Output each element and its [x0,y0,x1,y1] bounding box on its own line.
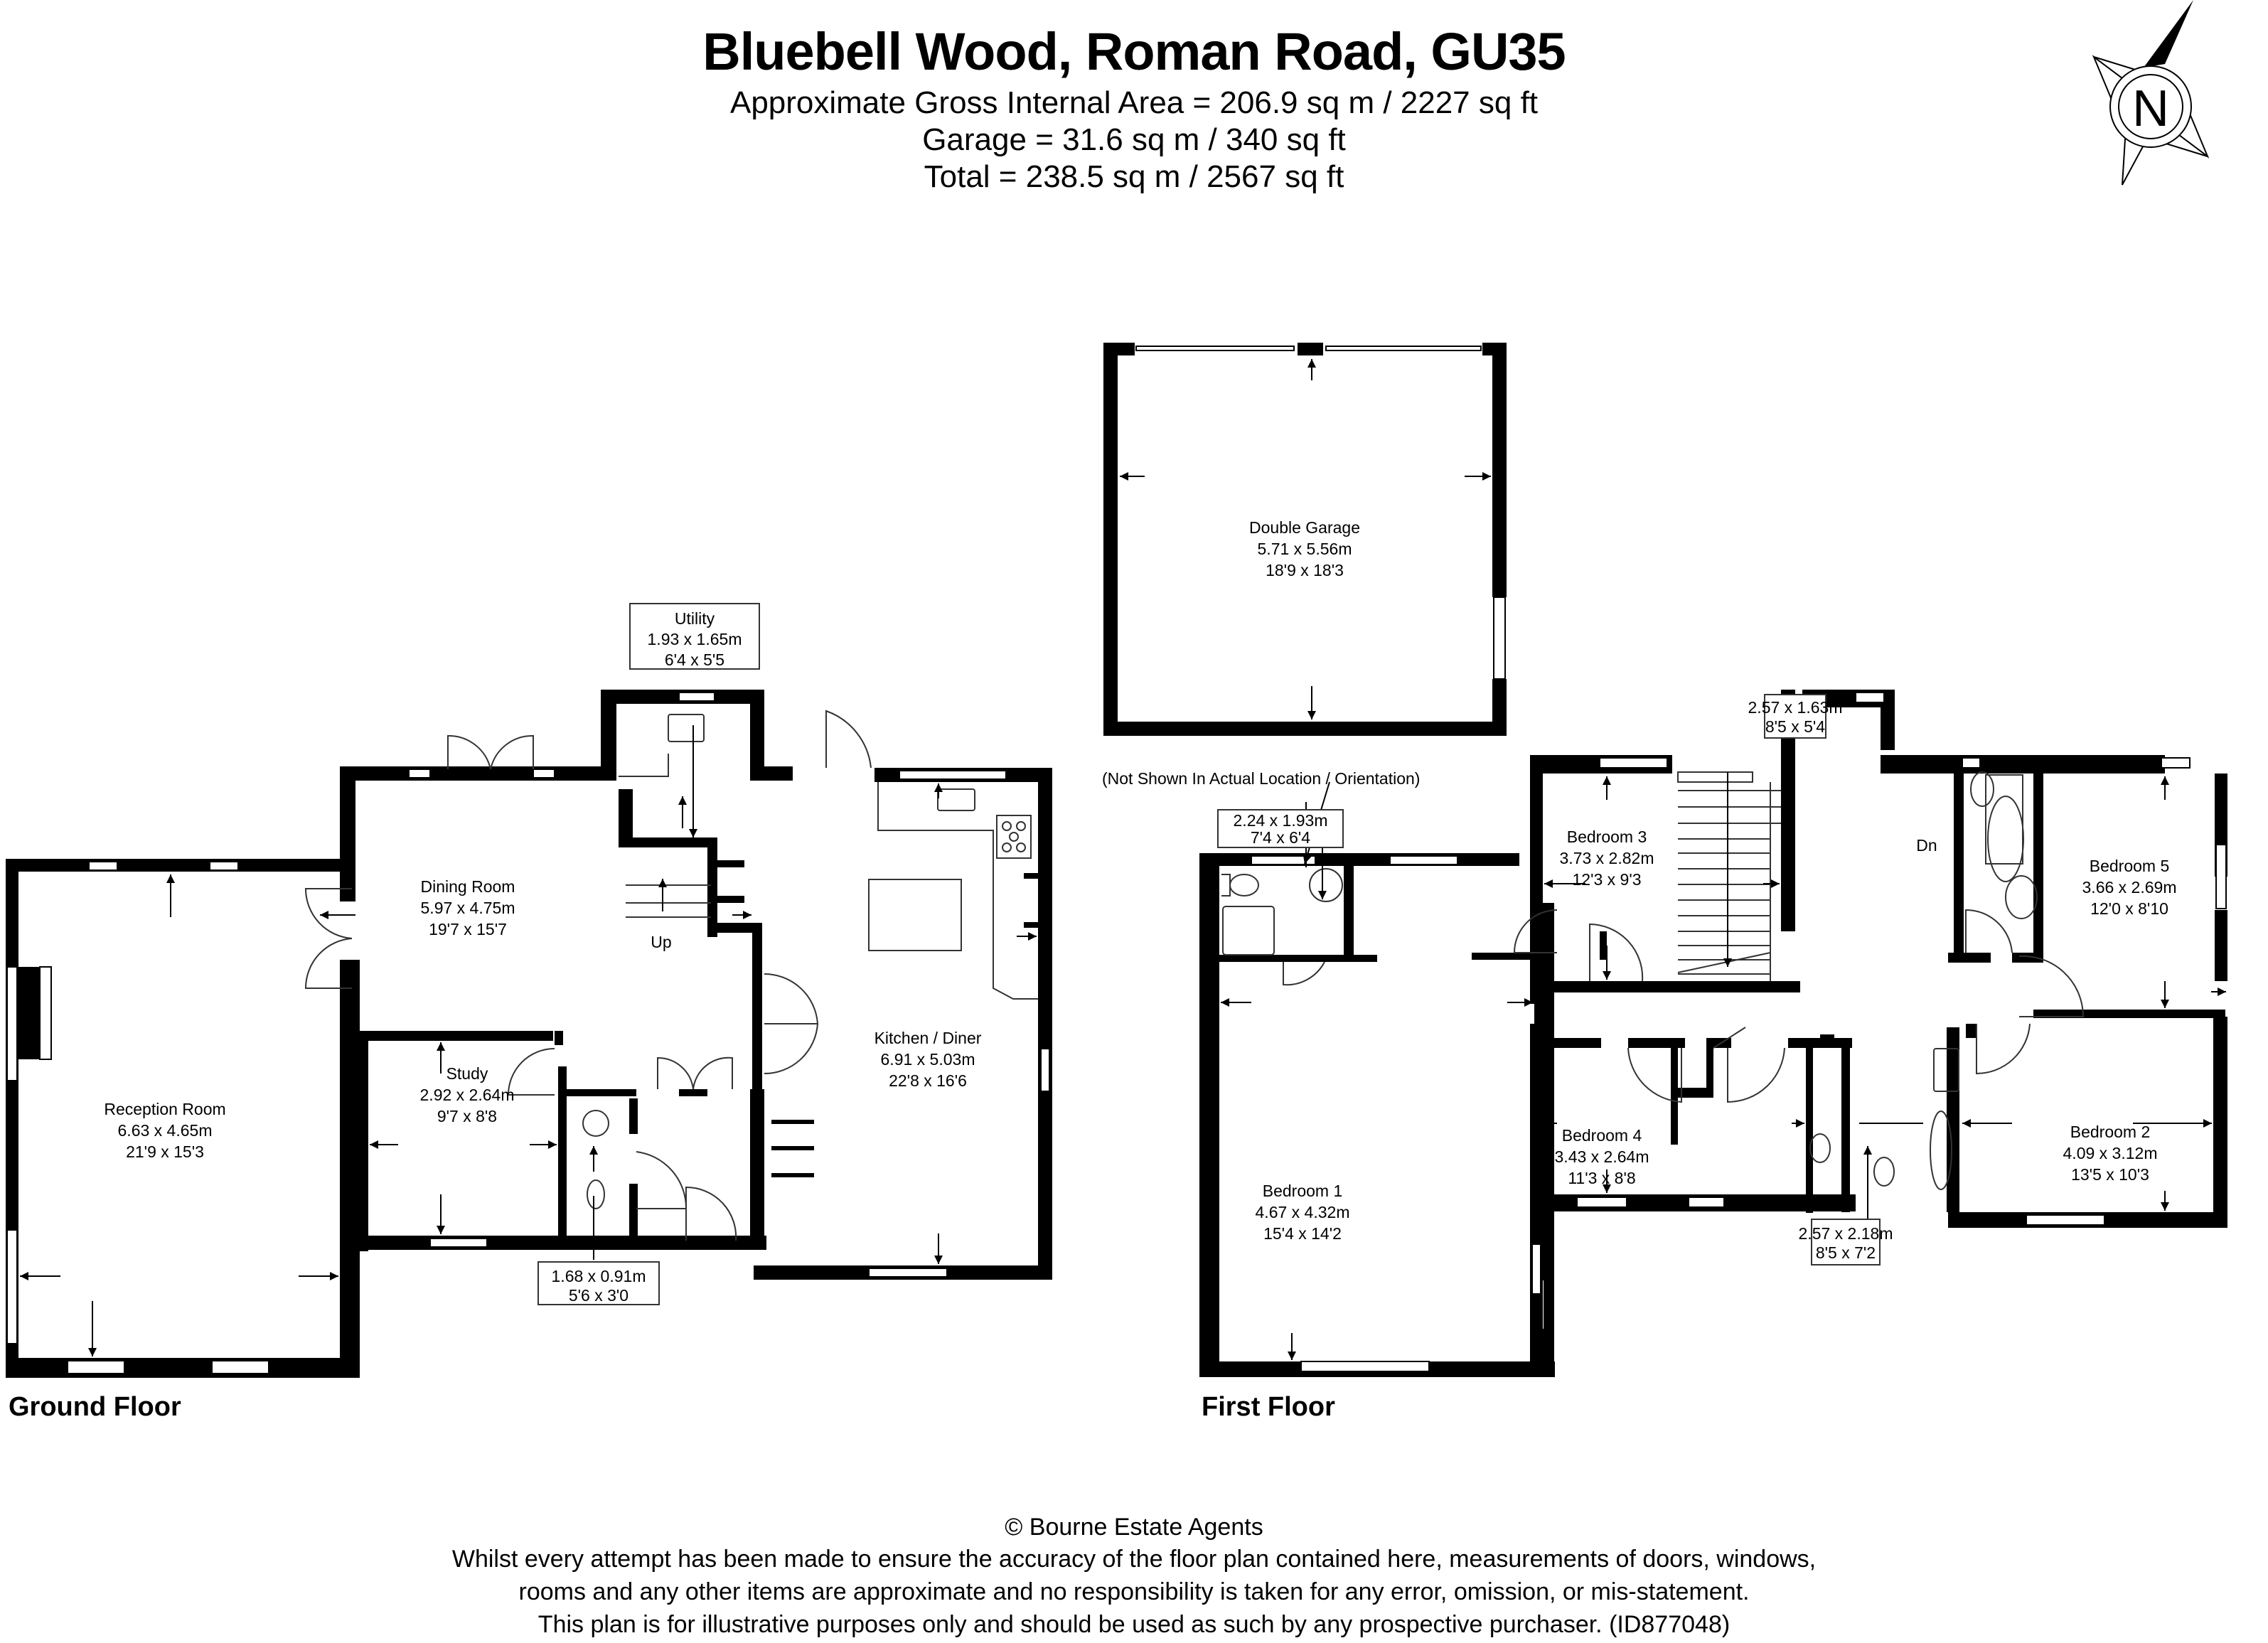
ground-dimension-arrows [20,725,1037,1356]
gross-internal-area: Approximate Gross Internal Area = 206.9 … [729,85,1539,120]
garage-name: Double Garage [1249,518,1360,537]
first-floor-plan [1199,690,2227,1377]
room-metric: 2.24 x 1.93m [1234,811,1328,830]
svg-text:N: N [2132,80,2169,137]
copyright: © Bourne Estate Agents [1005,1514,1263,1541]
stairs-down-label: Dn [1916,836,1937,855]
room-metric: 1.93 x 1.65m [648,630,742,648]
room-imperial: 19'7 x 15'7 [429,920,507,938]
room-imperial: 12'3 x 9'3 [1572,870,1641,889]
ground-floor-plan [6,690,1052,1378]
room-metric: 5.97 x 4.75m [421,899,515,917]
room-imperial: 13'5 x 10'3 [2071,1165,2149,1184]
garage-imperial: 18'9 x 18'3 [1266,561,1344,579]
room-imperial: 8'5 x 7'2 [1816,1243,1876,1262]
garage-metric: 5.71 x 5.56m [1258,540,1352,558]
room-imperial: 11'3 x 8'8 [1568,1169,1635,1187]
stairs-up-label: Up [651,933,671,951]
garage-note: (Not Shown In Actual Location / Orientat… [1102,769,1420,788]
room-name: Bedroom 1 [1263,1182,1343,1200]
room-metric: 6.63 x 4.65m [118,1121,213,1140]
first-floor-label: First Floor [1202,1392,1335,1422]
first-floor-fixtures [1221,771,2085,1190]
room-metric: 1.68 x 0.91m [552,1267,646,1285]
kitchen-island [868,879,962,951]
room-metric: 2.92 x 2.64m [420,1086,515,1104]
room-name: Bedroom 3 [1567,828,1647,846]
room-imperial: 21'9 x 15'3 [126,1142,204,1161]
room-name: Reception Room [104,1100,225,1118]
room-metric: 2.57 x 2.18m [1799,1224,1893,1243]
room-name: Bedroom 5 [2090,857,2170,875]
room-name: Study [446,1064,488,1083]
garage-area: Garage = 31.6 sq m / 340 sq ft [922,122,1346,157]
room-name: Bedroom 2 [2070,1123,2151,1141]
disclaimer-line-3: This plan is for illustrative purposes o… [537,1611,1731,1638]
room-metric: 3.73 x 2.82m [1560,849,1654,867]
room-imperial: 12'0 x 8'10 [2090,899,2168,918]
total-area: Total = 238.5 sq m / 2567 sq ft [924,159,1344,194]
ground-floor-label: Ground Floor [9,1392,181,1422]
kitchen-fixtures [304,710,1038,1241]
room-metric: 3.66 x 2.69m [2082,878,2177,897]
north-compass-icon: N [2092,0,2210,186]
room-imperial: 9'7 x 8'8 [437,1107,497,1125]
disclaimer-line-1: Whilst every attempt has been made to en… [451,1546,1817,1573]
room-imperial: 15'4 x 14'2 [1263,1224,1342,1243]
room-imperial: 22'8 x 16'6 [889,1071,967,1090]
garage-plan [1103,343,1507,736]
room-name: Dining Room [421,877,515,896]
room-imperial: 6'4 x 5'5 [665,651,724,669]
room-metric: 2.57 x 1.63m [1748,698,1843,717]
room-imperial: 7'4 x 6'4 [1251,828,1310,847]
room-imperial: 8'5 x 5'4 [1765,717,1825,736]
room-name: Kitchen / Diner [874,1029,982,1047]
room-metric: 6.91 x 5.03m [881,1050,975,1069]
room-name: Bedroom 4 [1562,1126,1642,1145]
first-dimension-arrows [1221,776,2226,1360]
page-title: Bluebell Wood, Roman Road, GU35 [702,22,1566,81]
disclaimer-line-2: rooms and any other items are approximat… [518,1578,1750,1605]
room-name: Utility [675,609,715,628]
room-metric: 3.43 x 2.64m [1555,1147,1649,1166]
room-imperial: 5'6 x 3'0 [569,1286,628,1305]
room-metric: 4.09 x 3.12m [2063,1144,2158,1162]
room-metric: 4.67 x 4.32m [1256,1203,1350,1221]
